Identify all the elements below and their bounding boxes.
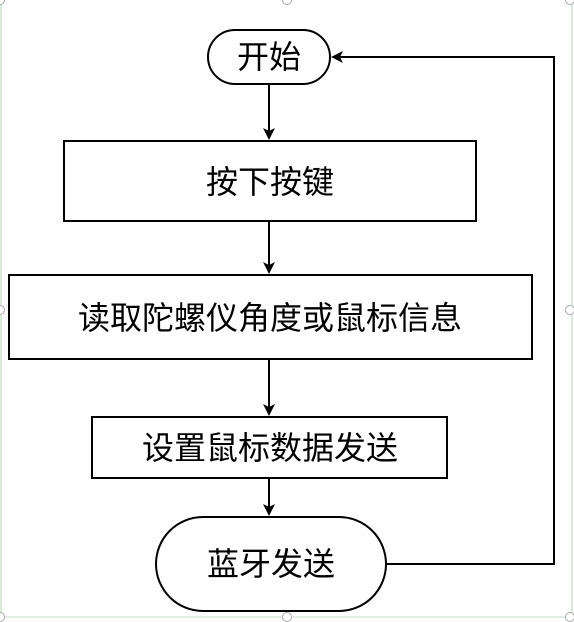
read-info-label: 读取陀螺仪角度或鼠标信息 (78, 299, 462, 337)
set-data-label: 设置鼠标数据发送 (142, 429, 398, 467)
loop-back-arrow (331, 51, 555, 565)
start-label: 开始 (237, 38, 301, 76)
read-info-node[interactable]: 读取陀螺仪角度或鼠标信息 (8, 274, 533, 360)
bt-send-node[interactable]: 蓝牙发送 (155, 516, 387, 612)
bt-send-label: 蓝牙发送 (207, 545, 335, 583)
set-data-node[interactable]: 设置鼠标数据发送 (91, 416, 448, 479)
resize-handle-middle-right[interactable] (565, 305, 574, 315)
resize-handle-top-right[interactable] (565, 0, 574, 5)
press-key-label: 按下按键 (206, 163, 334, 201)
press-key-node[interactable]: 按下按键 (63, 140, 477, 222)
start-node[interactable]: 开始 (207, 29, 331, 85)
